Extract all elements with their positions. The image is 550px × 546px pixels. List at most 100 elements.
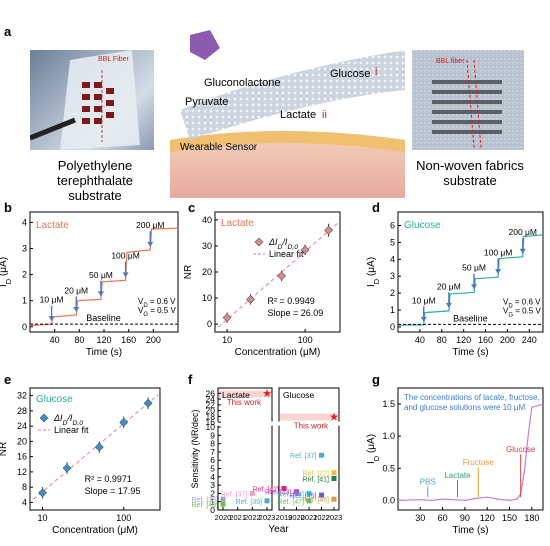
x-tick-label: 200 — [146, 335, 161, 345]
panel-label-b: b — [4, 200, 12, 215]
y-tick-label: 28 — [17, 406, 27, 416]
panel-f-ref-label: Ref. [39] — [236, 499, 263, 506]
panel-b-step-label: 100 μM — [111, 251, 140, 261]
lactate-roman-label: ii — [322, 109, 327, 121]
y-tick-label: 0 — [210, 505, 215, 515]
x-tick-label: 2020 — [288, 513, 305, 522]
lactate-label: Lactate — [280, 109, 317, 121]
panel-b-vd-label-part: D — [143, 303, 148, 309]
y-tick-label: 5 — [210, 464, 215, 474]
panel-d-step-label: 200 μM — [508, 227, 537, 237]
panel-f-this-work-label: This work — [294, 422, 329, 431]
panel-g-note-line-2: and glucose solutions were 10 μM — [404, 403, 525, 412]
panel-d-step-label: 100 μM — [484, 247, 513, 257]
panel-e-legend-marker-label-part: D,0 — [72, 420, 83, 427]
panel-e-legend-marker-label-part: ΔI — [53, 413, 63, 423]
panel-f-ref-label: Ref. [41] — [303, 476, 330, 483]
panel-d-step-label: 50 μM — [462, 263, 486, 273]
y-tick-label: 20 — [206, 406, 216, 416]
panel-e-title: Glucose — [36, 394, 73, 405]
y-axis-label: NR — [183, 265, 194, 279]
panel-c-title: Lactate — [221, 218, 254, 229]
panel-e-legend-fit-label: Linear fit — [54, 425, 89, 435]
y-tick-label: 3 — [390, 271, 395, 281]
y-axis-label-part: (μA) — [366, 257, 377, 279]
x-axis-label: Concentration (μM) — [52, 525, 138, 536]
y-tick-label: 1 — [210, 497, 215, 507]
panel-g-note-line-1: The concentrations of lacate, fructose, — [404, 393, 540, 402]
x-tick-label: 2022 — [244, 513, 261, 522]
panel-c-data-point — [300, 245, 310, 255]
y-axis-label-part: (μA) — [0, 257, 9, 279]
x-tick-label: 90 — [460, 513, 470, 523]
panel-d-vd-label-part: D — [508, 303, 513, 309]
y-axis-label: ID (μA) — [0, 257, 13, 287]
panel-d-baseline-label: Baseline — [453, 313, 488, 323]
panel-f-ref-label: Ref. [45] — [290, 493, 317, 500]
panel-f-frame — [217, 387, 273, 511]
panel-f-y-axis-label: Sensitivity (NR/dec) — [190, 409, 200, 488]
y-tick-label: 1.5 — [382, 399, 395, 409]
panel-e-frame — [29, 387, 161, 511]
panel-c-data-point — [222, 313, 232, 323]
x-tick-label: 120 — [456, 335, 471, 345]
panel-f-highlight-left — [219, 390, 271, 398]
panel-b-vg-label-part: = 0.5 V — [148, 306, 176, 315]
panel-f-ref-label: Ref. [40] — [192, 502, 219, 509]
panel-f-ref-label: Ref. [38] — [192, 497, 219, 504]
panel-f-data-point — [281, 485, 287, 491]
x-tick-label: 160 — [121, 335, 136, 345]
panel-f-ref-label: Ref. [43] — [265, 490, 292, 497]
panel-d-step-arrowhead — [519, 248, 526, 254]
y-axis-label: ID (μA) — [366, 257, 381, 287]
y-tick-label: 1 — [22, 296, 27, 306]
x-tick-label: 80 — [74, 335, 84, 345]
panel-d-title: Glucose — [404, 220, 441, 231]
panel-c-slope-label: Slope = 26.09 — [268, 308, 324, 318]
panel-b-step-label: 50 μM — [89, 270, 113, 280]
panel-f-break-gap — [278, 421, 340, 426]
panel-e-fit-line — [32, 394, 159, 500]
panel-d-step-arrowhead — [420, 316, 427, 322]
fabric-device-illustration — [412, 50, 524, 150]
panel-f-this-work-star: ★ — [262, 388, 272, 400]
panel-e-legend-marker — [39, 413, 49, 423]
y-tick-label: 6 — [390, 221, 395, 231]
x-tick-label: 180 — [524, 513, 539, 523]
panel-b-step-label: 10 μM — [40, 295, 64, 305]
x-axis-label: Concentration (μM) — [235, 347, 321, 358]
panel-f-x-axis-label: Year — [268, 524, 289, 535]
panel-label-g: g — [372, 372, 380, 387]
x-axis-label: Time (s) — [86, 347, 122, 358]
panel-f-ref-label: Ref. [44] — [278, 491, 305, 498]
x-tick-label: 200 — [500, 335, 515, 345]
y-tick-label: 5 — [390, 237, 395, 247]
panel-f-ref-label: Ref. [22] — [303, 471, 330, 478]
panel-f-highlight-right — [280, 413, 338, 421]
y-tick-label: 32 — [17, 391, 27, 401]
panel-f-data-point — [220, 496, 226, 502]
y-tick-label: 6 — [210, 455, 215, 465]
y-tick-label: 26 — [206, 388, 216, 398]
panel-d-frame — [397, 211, 544, 333]
x-tick-label: 2021 — [229, 513, 246, 522]
panel-b-step-arrowhead — [147, 241, 154, 247]
x-tick-label: 2021 — [301, 513, 318, 522]
x-tick-label: 120 — [480, 513, 495, 523]
panel-c-data-point — [324, 225, 334, 235]
y-tick-label: 4 — [390, 254, 395, 264]
panel-f-ref-label: Ref. [37] — [290, 453, 317, 460]
panel-d-step-arrowhead — [495, 269, 502, 275]
panel-label-e: e — [4, 372, 12, 387]
panel-g-event-label: Lactate — [444, 471, 471, 480]
x-tick-label: 2019 — [276, 513, 293, 522]
y-tick-label: 8 — [210, 439, 215, 449]
panel-f-data-point — [294, 489, 299, 495]
panel-d-vg-label-part: G — [508, 312, 513, 318]
pet-caption: Polyethylene terephthalate substrate — [20, 158, 170, 203]
pet-device-illustration — [29, 50, 140, 150]
panel-f-ref-label: Ref. [42] — [253, 486, 280, 493]
panel-c-legend-marker-label: ΔID/ID,0 — [268, 237, 298, 251]
